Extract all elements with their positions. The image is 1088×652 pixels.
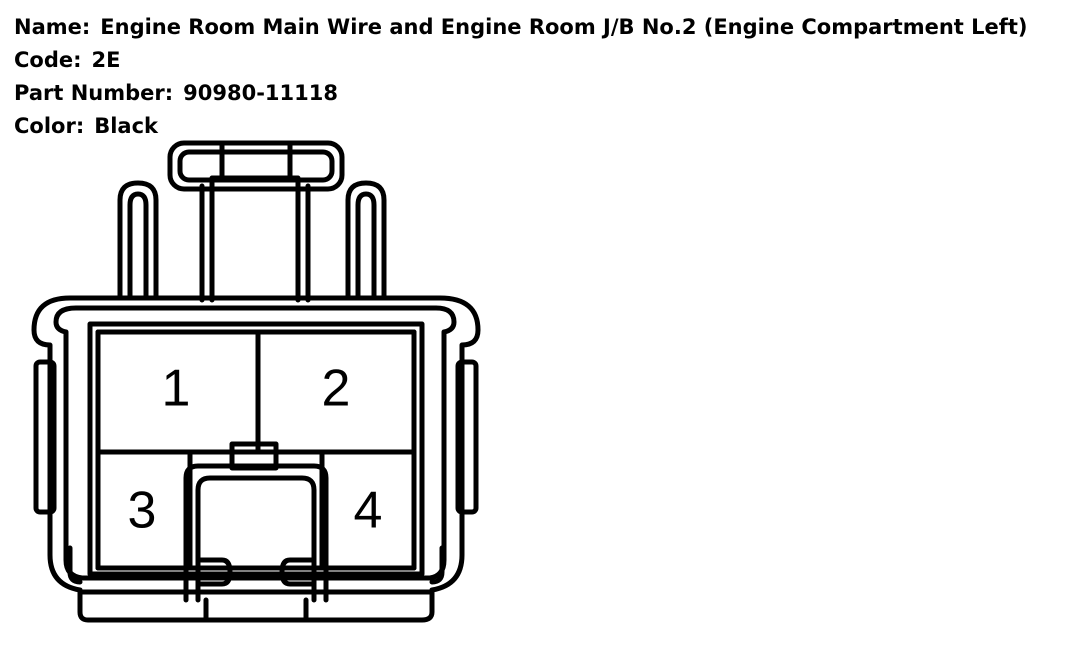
part-number-value: 90980-11118	[183, 81, 338, 105]
pin-3-label: 3	[128, 482, 157, 540]
name-value: Engine Room Main Wire and Engine Room J/…	[100, 15, 1028, 39]
color-value: Black	[94, 114, 159, 138]
part-number-row: Part Number: 90980-11118	[14, 83, 338, 104]
code-value: 2E	[91, 48, 121, 72]
connector-housing	[31, 295, 481, 623]
pin-cavity-4	[319, 449, 417, 571]
pin-1-label: 1	[162, 360, 191, 418]
code-label: Code:	[14, 48, 82, 72]
name-label: Name:	[14, 15, 91, 39]
color-label: Color:	[14, 114, 85, 138]
connector-latch	[167, 140, 345, 303]
connector-name-row: Name: Engine Room Main Wire and Engine Ro…	[14, 17, 1028, 38]
pin-2-label: 2	[322, 360, 351, 418]
center-key-slot	[183, 463, 329, 623]
pin-cavity-3	[95, 449, 193, 571]
connector-side-posts	[117, 180, 387, 301]
connector-code-row: Code: 2E	[14, 50, 120, 71]
part-number-label: Part Number:	[14, 81, 174, 105]
pin-4-label: 4	[354, 482, 383, 540]
connector-color-row: Color: Black	[14, 116, 158, 137]
